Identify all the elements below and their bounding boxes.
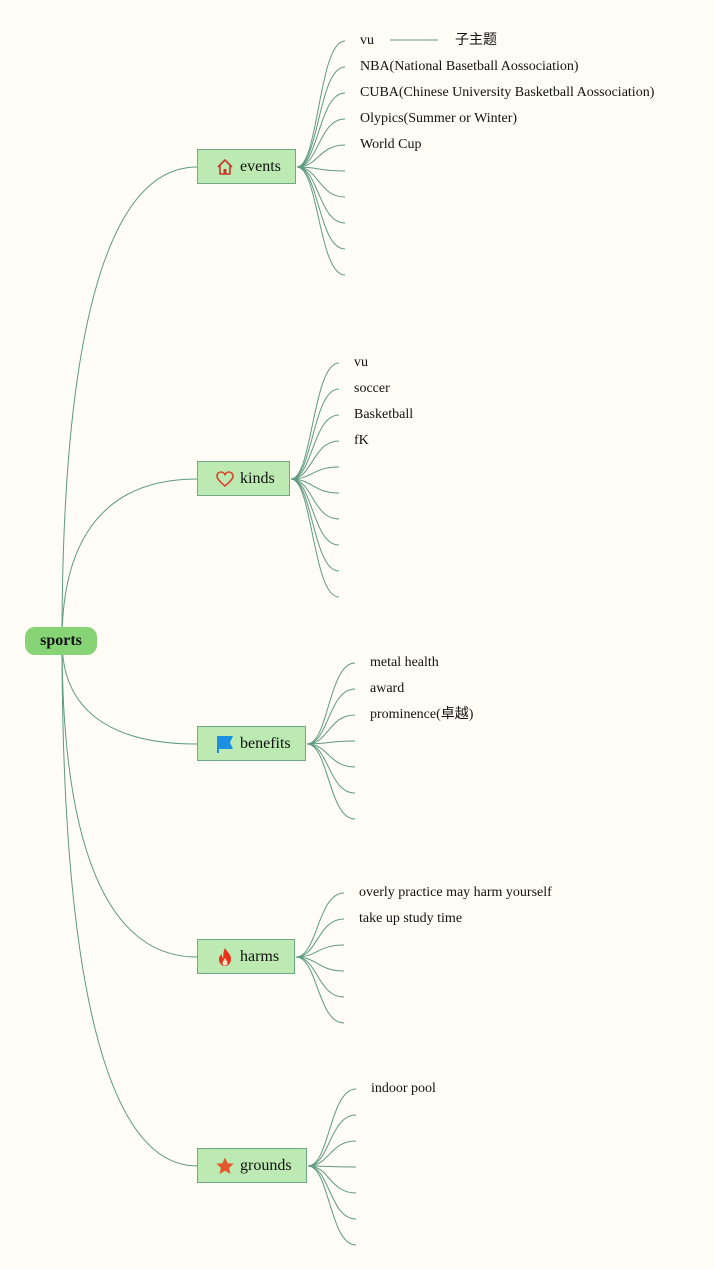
leaf-connector	[296, 118, 346, 168]
leaf-connector	[296, 92, 346, 168]
leaf-topic[interactable]: Basketball	[354, 407, 414, 422]
leaf-connector	[296, 40, 346, 168]
leaf-topic[interactable]: metal health	[370, 655, 439, 670]
star-icon	[215, 1156, 235, 1176]
branch-topic-grounds[interactable]: grounds	[197, 1148, 307, 1183]
leaf-connector	[290, 478, 340, 598]
leaf-connector	[306, 743, 356, 794]
leaf-topic[interactable]: prominence(卓越)	[370, 707, 474, 722]
leaf-connector	[295, 892, 345, 958]
root-topic-label: sports	[40, 632, 82, 649]
leaf-topic[interactable]: Olypics(Summer or Winter)	[360, 111, 518, 126]
leaf-topic[interactable]: award	[370, 681, 405, 696]
root-branch-connector	[61, 166, 198, 642]
leaf-connector	[307, 1140, 357, 1167]
leaf-topic[interactable]: take up study time	[359, 911, 463, 926]
leaf-connector	[306, 688, 356, 745]
root-topic[interactable]: sports	[25, 627, 97, 655]
leaf-topic[interactable]: NBA(National Basetball Aossociation)	[360, 59, 579, 74]
flag-icon	[215, 734, 235, 754]
leaf-connector	[290, 478, 340, 520]
leaf-topic[interactable]: World Cup	[360, 137, 422, 152]
leaf-connector	[306, 743, 356, 820]
leaf-topic[interactable]: CUBA(Chinese University Basketball Aosso…	[360, 85, 655, 100]
fire-icon	[215, 947, 235, 967]
branch-topic-benefits[interactable]: benefits	[197, 726, 306, 761]
leaf-connector	[306, 740, 356, 745]
floating-subtopic[interactable]: 子主题	[455, 33, 497, 49]
leaf-connector	[307, 1165, 357, 1246]
leaf-connector	[296, 66, 346, 168]
leaf-topic[interactable]: soccer	[354, 381, 390, 396]
leaf-topic[interactable]: fK	[354, 433, 369, 448]
branch-label: grounds	[240, 1156, 292, 1174]
leaf-connector	[296, 144, 346, 168]
leaf-topic[interactable]: vu	[354, 355, 368, 370]
leaf-connector	[290, 388, 340, 480]
leaf-connector	[290, 362, 340, 480]
leaf-connector	[290, 466, 340, 480]
root-branch-connector	[61, 640, 198, 745]
leaf-connector	[296, 166, 346, 250]
leaf-connector	[307, 1088, 357, 1167]
leaf-topic[interactable]: indoor pool	[371, 1081, 436, 1096]
leaf-topic[interactable]: vu	[360, 33, 374, 48]
root-branch-connector	[61, 640, 198, 1167]
leaf-connector	[295, 956, 345, 1024]
floating-subtopic-label: 子主题	[455, 33, 497, 48]
branch-topic-kinds[interactable]: kinds	[197, 461, 290, 496]
branch-label: benefits	[240, 734, 291, 752]
branch-topic-events[interactable]: events	[197, 149, 296, 184]
leaf-connector	[296, 166, 346, 276]
heart-icon	[215, 469, 235, 489]
leaf-connector	[306, 662, 356, 745]
branch-label: events	[240, 157, 281, 175]
branch-label: harms	[240, 947, 280, 965]
leaf-connector	[290, 414, 340, 480]
branch-topic-harms[interactable]: harms	[197, 939, 295, 974]
leaf-connector	[307, 1165, 357, 1220]
leaf-connector	[295, 918, 345, 958]
root-branch-connector	[61, 478, 198, 642]
root-branch-connector	[61, 640, 198, 958]
leaf-connector	[290, 478, 340, 546]
leaf-connector	[296, 166, 346, 224]
branch-label: kinds	[240, 469, 275, 487]
leaf-connector	[295, 944, 345, 958]
leaf-connector	[306, 714, 356, 745]
leaf-connector	[295, 956, 345, 998]
leaf-topic[interactable]: overly practice may harm yourself	[359, 885, 552, 900]
house-icon	[215, 157, 235, 177]
leaf-connector	[307, 1114, 357, 1167]
leaf-connector	[290, 440, 340, 480]
